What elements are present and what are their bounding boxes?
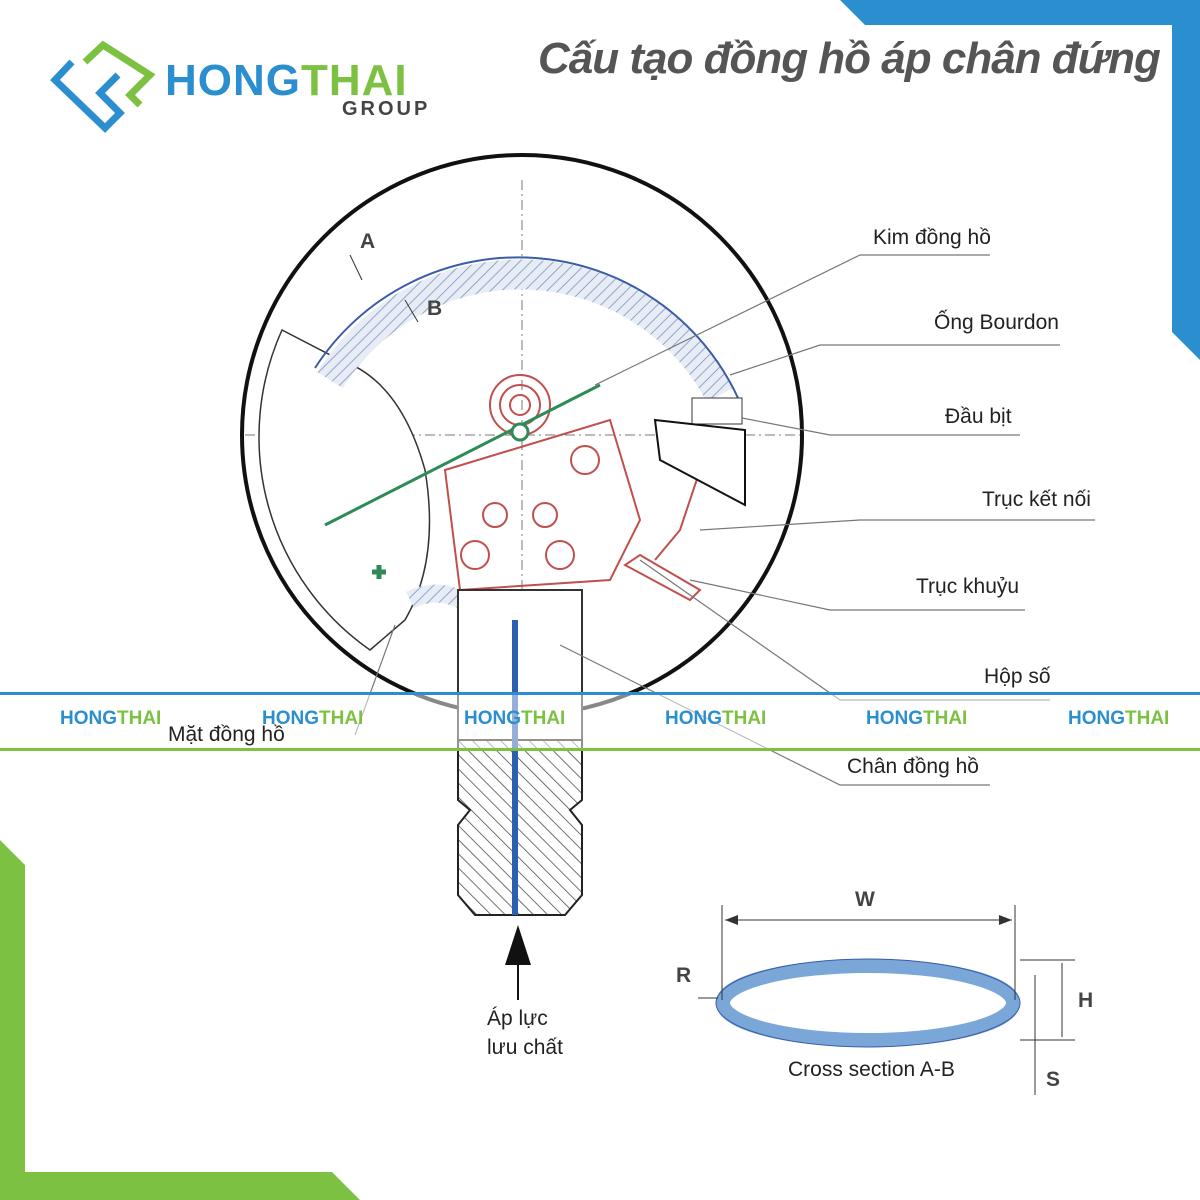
watermark: HONGTHAI [262, 708, 364, 729]
label-dial: Mặt đồng hồ [168, 723, 285, 746]
label-w: W [855, 888, 875, 911]
logo-part1: HONG [165, 56, 301, 105]
watermark: HONGTHAI [1068, 708, 1170, 729]
label-crank: Trục khuỷu [916, 575, 1020, 598]
logo-sub: GROUP [342, 98, 431, 120]
pointer [324, 383, 601, 527]
label-socket: Chân đồng hồ [847, 755, 979, 778]
label-pointer: Kim đồng hồ [873, 226, 991, 249]
logo-icon [50, 40, 156, 133]
corner-green [0, 840, 360, 1200]
watermark: HONGTHAI [464, 708, 566, 729]
label-h: H [1078, 989, 1094, 1012]
label-r: R [676, 964, 692, 987]
label-bourdon: Ống Bourdon [934, 311, 1059, 334]
label-gearbox: Hộp số [984, 665, 1051, 688]
label-tip: Đầu bịt [945, 405, 1012, 428]
label-cross-section: Cross section A-B [788, 1058, 955, 1081]
label-s: S [1046, 1068, 1061, 1091]
page-title: Cấu tạo đồng hồ áp chân đứng [538, 34, 1161, 83]
watermark: HONGTHAI [60, 708, 162, 729]
watermark: HONGTHAI [866, 708, 968, 729]
label-pressure-2: lưu chất [487, 1036, 563, 1059]
label-pressure-1: Áp lực [487, 1007, 548, 1030]
label-a: A [360, 230, 376, 253]
label-b: B [427, 297, 443, 320]
label-link: Trục kết nối [982, 488, 1091, 511]
watermark: HONGTHAI [665, 708, 767, 729]
logo-part2: THAI [301, 56, 408, 105]
logo-name: HONGTHAI [165, 56, 408, 106]
